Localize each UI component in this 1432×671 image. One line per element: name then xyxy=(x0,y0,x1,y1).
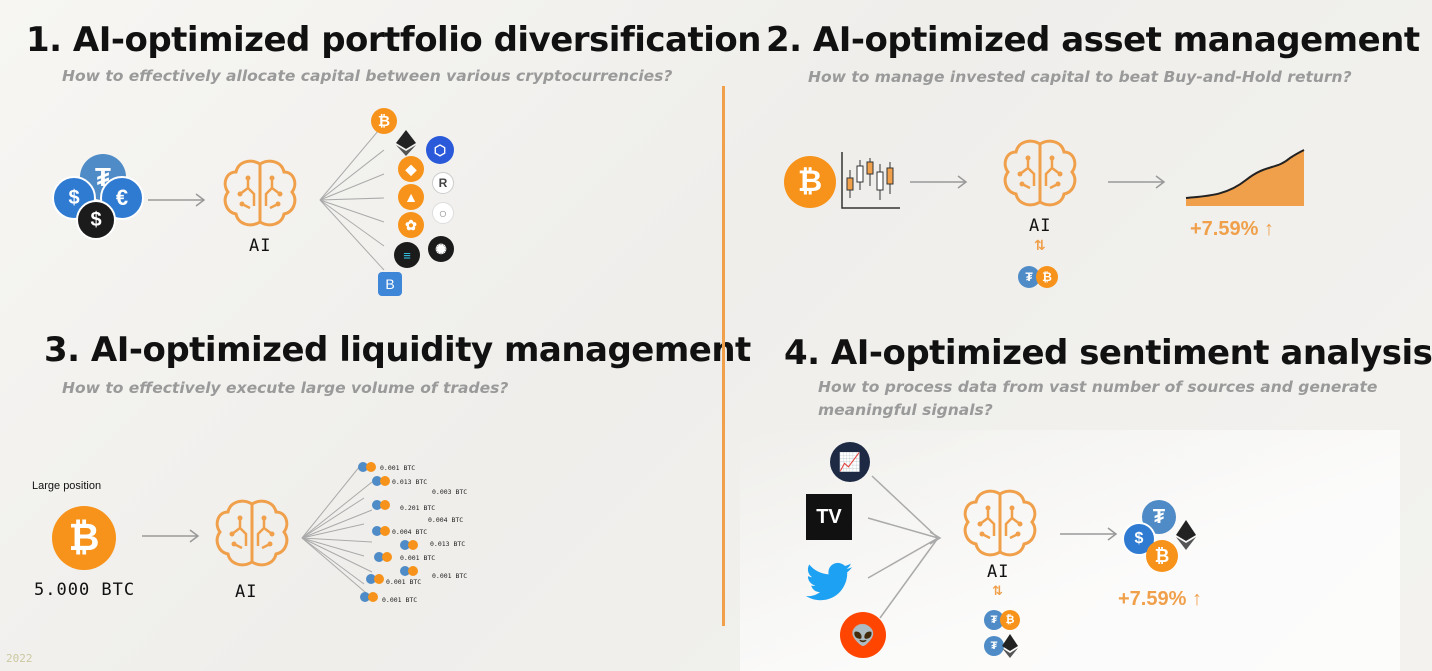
brain-icon xyxy=(963,489,1037,557)
reddit-icon: 👽 xyxy=(840,612,886,658)
bitcoin-coin-icon: ₿ xyxy=(371,108,397,134)
section-4-title: 4. AI-optimized sentiment analysis xyxy=(784,333,1432,373)
converging-arrows xyxy=(867,475,942,619)
trade-amount: 0.013 BTC xyxy=(430,540,466,548)
bitcoin-coin-icon: ₿ xyxy=(52,506,116,570)
binance-coin-icon: ◆ xyxy=(398,156,424,182)
tether-coin-icon: ₮ xyxy=(984,636,1004,656)
bitcoin-coin-icon: ₿ xyxy=(784,156,836,208)
ai-label: AI xyxy=(249,236,272,256)
usd-coin-icon: $ xyxy=(1122,522,1156,556)
arrow-icon xyxy=(910,175,968,189)
chainlink-icon: ⬡ xyxy=(426,136,454,164)
bitcoin-coin-icon: ₿ xyxy=(1146,540,1178,572)
bitcoin-coin-icon xyxy=(366,462,376,472)
arrow-icon xyxy=(1108,175,1166,189)
candlestick-chart-icon xyxy=(841,152,900,209)
section-1-subtitle: How to effectively allocate capital betw… xyxy=(62,67,673,85)
tether-coin-icon xyxy=(372,526,382,536)
trade-amount: 0.004 BTC xyxy=(428,516,464,524)
solana-icon: ≡ xyxy=(394,242,420,268)
trade-amount: 0.201 BTC xyxy=(400,504,436,512)
brain-icon xyxy=(215,499,289,567)
trade-amount: 0.013 BTC xyxy=(392,478,428,486)
bitcoin-coin-icon xyxy=(380,526,390,536)
ethereum-icon xyxy=(396,130,416,156)
twitter-icon xyxy=(806,562,852,601)
section-2-title: 2. AI-optimized asset management xyxy=(766,20,1420,60)
tether-coin-icon: ₮ xyxy=(1142,500,1176,534)
bitcoin-coin-icon xyxy=(380,500,390,510)
dollar-coin-icon: $ xyxy=(76,200,116,240)
vertical-divider xyxy=(722,86,725,626)
position-value: 5.000 BTC xyxy=(34,580,136,600)
tradingview-icon: TV xyxy=(806,494,852,540)
fan-out-arrows xyxy=(319,123,385,271)
section-3-subtitle: How to effectively execute large volume … xyxy=(62,379,509,397)
bitcoin-coin-icon xyxy=(368,592,378,602)
section-1-title: 1. AI-optimized portfolio diversificatio… xyxy=(26,20,761,60)
gain-label: +7.59% ↑ xyxy=(1118,588,1202,610)
section-2-subtitle: How to manage invested capital to beat B… xyxy=(808,68,1352,86)
tether-coin-icon xyxy=(366,574,376,584)
polkadot-icon: ✿ xyxy=(398,212,424,238)
ethereum-icon xyxy=(1176,520,1196,550)
bitcoin-coin-icon xyxy=(408,540,418,550)
trade-amount: 0.003 BTC xyxy=(432,488,468,496)
tether-coin-icon xyxy=(358,462,368,472)
ai-label: AI xyxy=(235,582,258,602)
analytics-source-icon: 📈 xyxy=(830,442,870,482)
blue-token-icon: B xyxy=(378,272,402,296)
brain-icon xyxy=(1003,139,1077,207)
cosmos-icon: ✺ xyxy=(428,236,454,262)
section-4-subtitle-line2: meaningful signals? xyxy=(818,401,993,419)
arrow-icon xyxy=(148,193,206,207)
avalanche-coin-icon: ▲ xyxy=(398,184,424,210)
tether-coin-icon xyxy=(400,566,410,576)
bitcoin-coin-icon xyxy=(374,574,384,584)
section-3-title: 3. AI-optimized liquidity management xyxy=(44,330,751,370)
brain-icon xyxy=(223,159,297,227)
tether-coin-icon xyxy=(372,476,382,486)
trade-amount: 0.001 BTC xyxy=(432,572,468,580)
tether-coin-icon: ₮ xyxy=(1018,266,1040,288)
arrow-icon xyxy=(142,529,200,543)
tether-coin-icon xyxy=(372,500,382,510)
gain-label: +7.59% ↑ xyxy=(1190,218,1274,240)
bitcoin-coin-icon xyxy=(380,476,390,486)
swap-arrows-icon: ⇅ xyxy=(1034,238,1046,254)
tether-coin-icon xyxy=(400,540,410,550)
ai-label: AI xyxy=(1029,216,1052,236)
raydium-icon: R xyxy=(432,172,454,194)
bitcoin-coin-icon xyxy=(382,552,392,562)
trade-amount: 0.001 BTC xyxy=(380,464,416,472)
bitcoin-coin-icon: ₿ xyxy=(1036,266,1058,288)
trade-amount: 0.001 BTC xyxy=(382,596,418,604)
usd-coin-icon: $ xyxy=(52,176,96,220)
trade-amount: 0.004 BTC xyxy=(392,528,428,536)
tether-coin-icon xyxy=(374,552,384,562)
section-4-subtitle-line1: How to process data from vast number of … xyxy=(818,378,1378,396)
ethereum-icon xyxy=(1002,634,1018,658)
ring-token-icon: ○ xyxy=(432,202,454,224)
position-label: Large position xyxy=(32,480,102,492)
ai-label: AI xyxy=(987,562,1010,582)
swap-arrows-icon: ⇅ xyxy=(992,584,1003,599)
trade-amount: 0.001 BTC xyxy=(386,578,422,586)
tether-coin-icon: ₮ xyxy=(984,610,1004,630)
bitcoin-coin-icon: ₿ xyxy=(1000,610,1020,630)
bitcoin-coin-icon xyxy=(408,566,418,576)
fan-out-arrows xyxy=(301,465,373,599)
arrow-icon xyxy=(1060,527,1118,541)
growth-area-chart-icon xyxy=(1185,149,1305,206)
trade-amount: 0.001 BTC xyxy=(400,554,436,562)
tether-coin-icon xyxy=(360,592,370,602)
year-label: 2022 xyxy=(6,652,33,665)
